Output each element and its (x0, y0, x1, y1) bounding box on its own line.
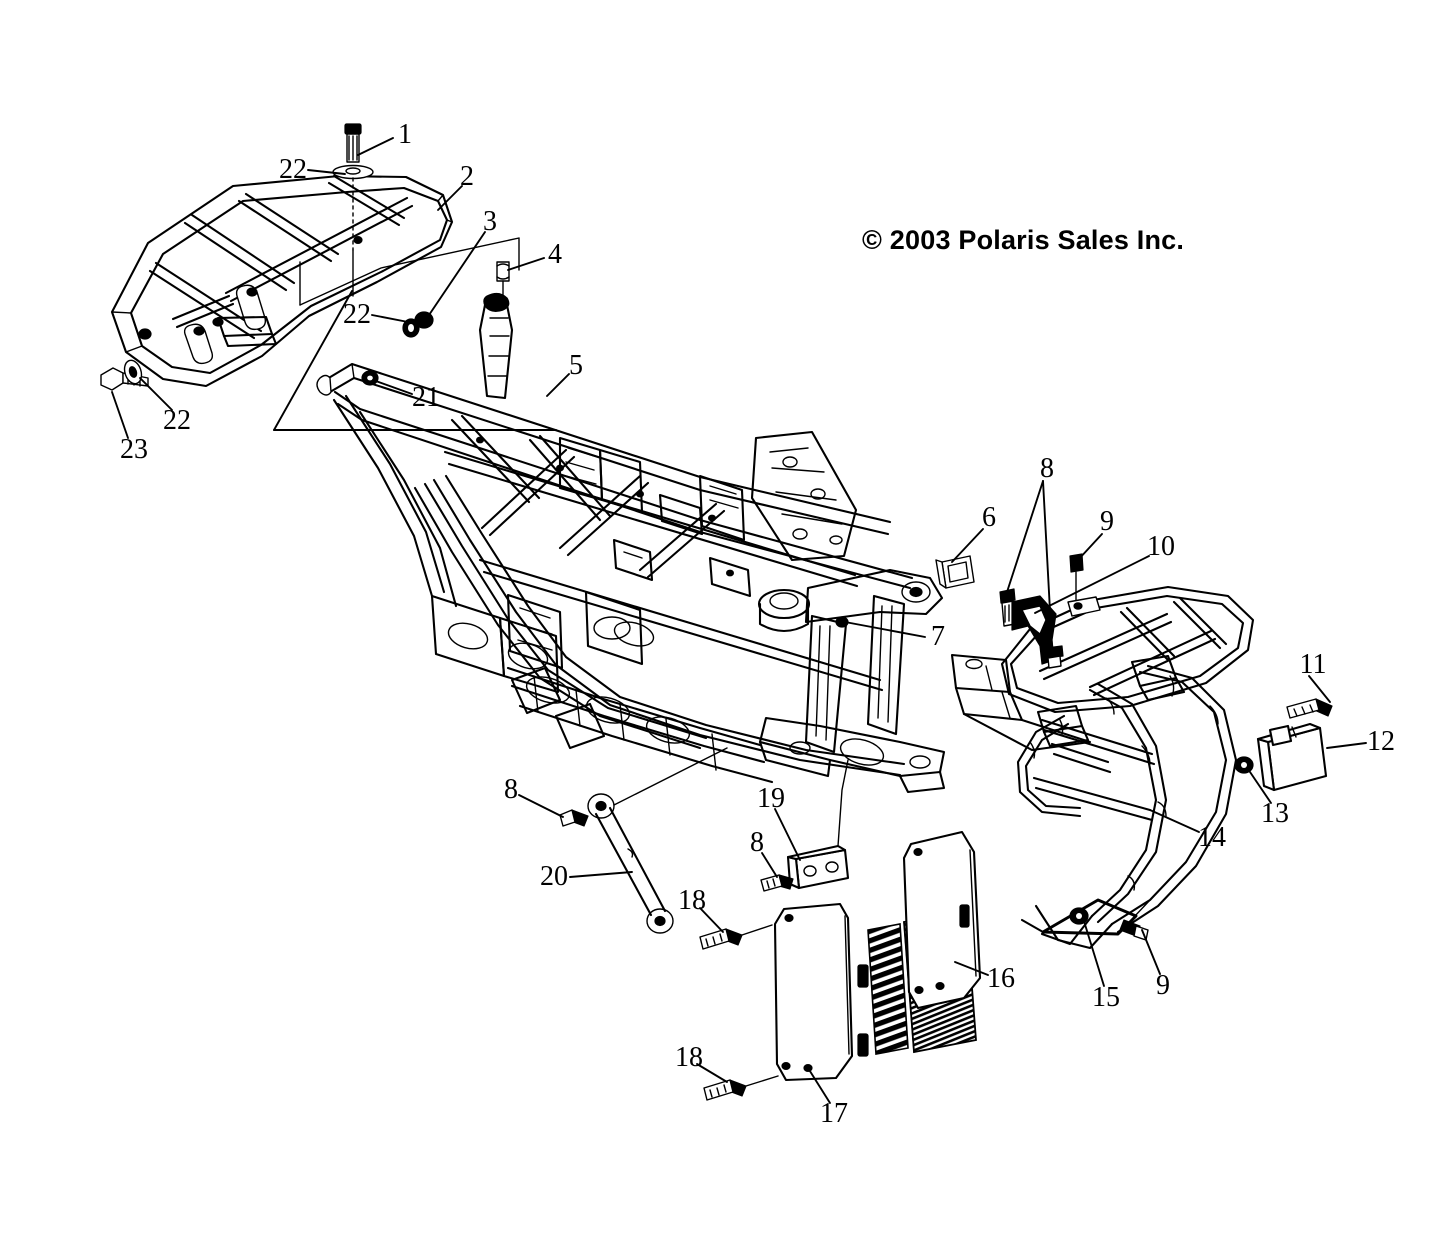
screws-18-art (699, 924, 779, 1101)
callout-19: 19 (757, 783, 785, 814)
callout-23: 23 (120, 434, 148, 465)
callout-3: 3 (483, 206, 497, 237)
front-rack-assembly-art (950, 585, 1255, 752)
bushing-4-art (496, 261, 510, 303)
callout-18b: 18 (675, 1042, 703, 1073)
callout-18a: 18 (678, 885, 706, 916)
bolt-23-and-washer-22-art (100, 359, 149, 391)
callout-12: 12 (1367, 726, 1395, 757)
copyright-notice: © 2003 Polaris Sales Inc. (862, 225, 1185, 255)
callout-9a: 9 (1100, 506, 1114, 537)
callout-22c: 22 (163, 405, 191, 436)
rear-rack-assembly-art (110, 174, 454, 388)
nut-13-art (1234, 756, 1254, 774)
callout-1: 1 (398, 119, 412, 150)
callout-15: 15 (1092, 982, 1120, 1013)
callout-16: 16 (987, 963, 1015, 994)
callout-8b: 8 (504, 774, 518, 805)
reflector-housing-12-art (1256, 722, 1328, 792)
callout-13: 13 (1261, 798, 1289, 829)
bumper-cap-block-6-art (935, 555, 975, 589)
callout-11: 11 (1299, 649, 1327, 680)
callout-10: 10 (1147, 531, 1175, 562)
front-bumper-brush-guard-art (1016, 654, 1238, 950)
callout-8c: 8 (750, 827, 764, 858)
nut-3-and-washer-22-art (402, 311, 434, 338)
bolt-11-art (1286, 698, 1333, 719)
leader-lines (111, 137, 1367, 1104)
callout-17: 17 (820, 1098, 848, 1129)
callout-7: 7 (931, 621, 945, 652)
callout-6: 6 (982, 502, 996, 533)
callout-21: 21 (412, 382, 440, 413)
callout-14: 14 (1198, 822, 1226, 853)
callout-2: 2 (460, 161, 474, 192)
main-frame-weldment-art (316, 292, 946, 794)
callout-20: 20 (540, 861, 568, 892)
callout-22b: 22 (343, 299, 371, 330)
callout-9b: 9 (1156, 970, 1170, 1001)
support-rod-20-and-screw-8-art (559, 747, 728, 934)
callout-4: 4 (548, 239, 562, 270)
callout-22a: 22 (279, 154, 307, 185)
callout-8a: 8 (1040, 453, 1054, 484)
bracket-19-and-screw-8-art (760, 759, 850, 892)
callout-5: 5 (569, 350, 583, 381)
